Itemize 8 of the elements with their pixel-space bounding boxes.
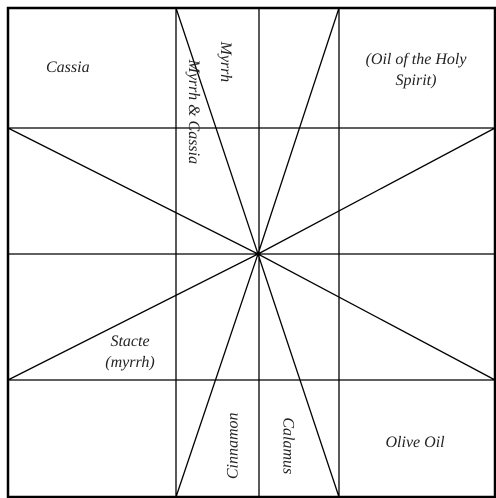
label-text: Cinnamon: [223, 412, 242, 480]
label-text: Cassia: [46, 58, 90, 78]
label-text: Myrrh & Cassia: [184, 60, 203, 164]
label-text: Olive Oil: [386, 433, 445, 453]
label-text: Myrrh: [216, 42, 235, 82]
label-text: Calamus: [278, 417, 297, 474]
label-text: Stacte (myrrh): [104, 332, 156, 374]
label-text: (Oil of the Holy Spirit): [364, 50, 468, 92]
